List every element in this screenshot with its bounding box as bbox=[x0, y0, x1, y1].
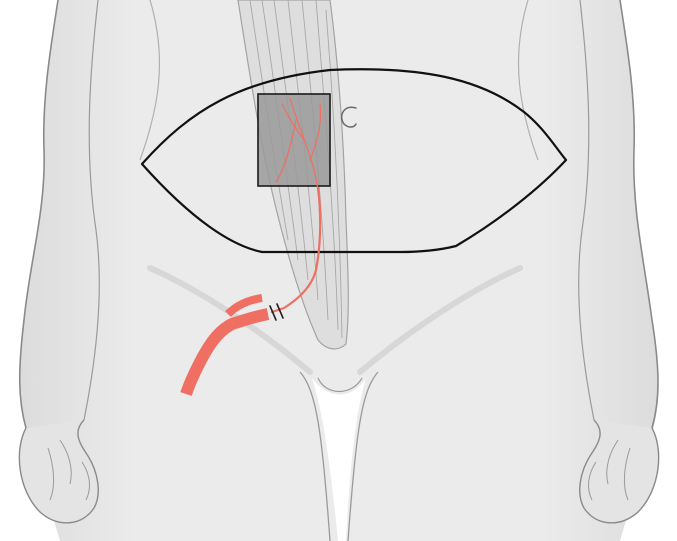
skin-paddle bbox=[258, 94, 330, 186]
